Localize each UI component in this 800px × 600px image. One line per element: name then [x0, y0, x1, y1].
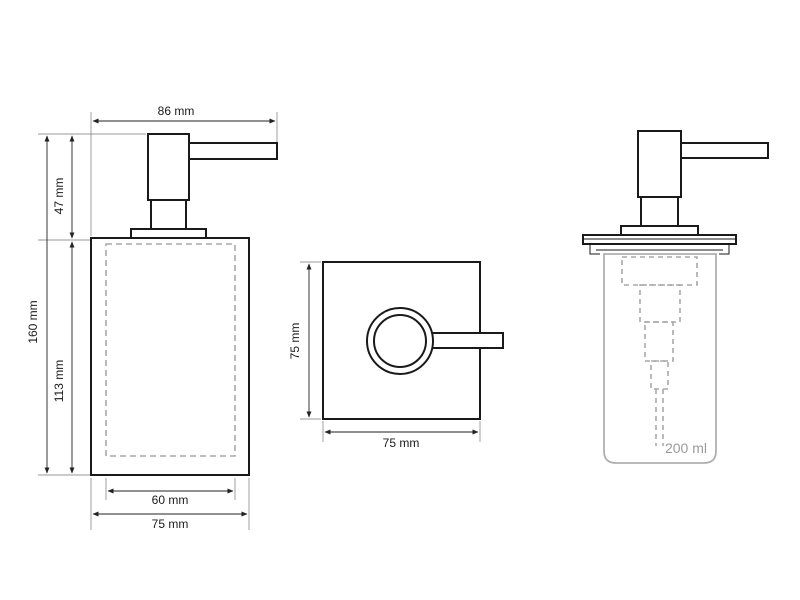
front-pump-nozzle: [188, 142, 278, 160]
front-body-height-label: 113 mm: [52, 360, 66, 402]
top-depth-label: 75 mm: [288, 323, 302, 360]
side-hidden-tube-3: [650, 360, 669, 390]
side-capacity-label: 200 ml: [665, 440, 707, 456]
front-body-width-label: 75 mm: [152, 517, 189, 531]
front-head-height-label: 47 mm: [52, 178, 66, 215]
front-view: 86 mm 160 mm 47 mm 113 mm 60 mm 75 mm: [26, 104, 278, 531]
side-pump-cap: [637, 130, 682, 198]
front-pump-stem: [150, 199, 187, 231]
front-inner-glass: [105, 243, 236, 457]
side-pump-stem: [640, 196, 679, 228]
top-view: 75 mm 75 mm: [288, 261, 504, 450]
top-pump-ring-inner: [373, 314, 427, 368]
side-hidden-tube-2: [644, 321, 674, 362]
front-total-height-label: 160 mm: [26, 300, 40, 343]
side-pump-collar: [620, 225, 699, 236]
side-hidden-chamber: [621, 256, 698, 286]
side-pump-nozzle: [680, 142, 769, 159]
front-pump-collar: [130, 228, 207, 239]
side-glass-jar: [603, 253, 717, 464]
top-nozzle: [425, 332, 504, 349]
top-pump-ring-outer: [366, 307, 434, 375]
side-view: 200 ml: [582, 130, 769, 464]
front-pump-cap: [147, 133, 190, 201]
front-width-label: 86 mm: [158, 104, 195, 118]
side-hidden-dip-tube: [655, 389, 664, 446]
top-width-label: 75 mm: [383, 436, 420, 450]
side-plate-frame: [589, 244, 730, 255]
side-hidden-tube-1: [639, 284, 681, 323]
front-inner-width-label: 60 mm: [152, 493, 189, 507]
front-body: [90, 237, 250, 476]
